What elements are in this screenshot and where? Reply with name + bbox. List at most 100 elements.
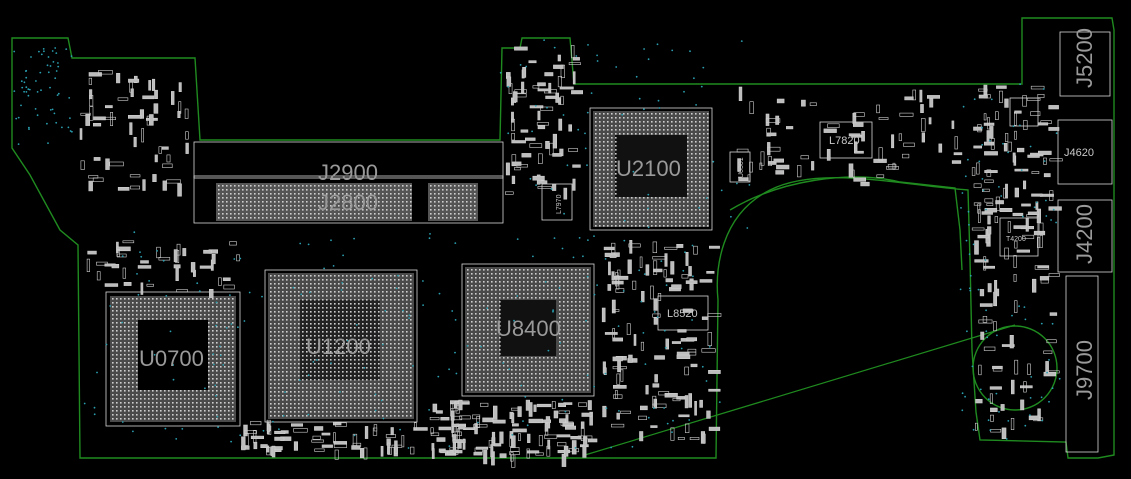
passive-pad	[1034, 265, 1050, 270]
u2100-bga[interactable]	[589, 107, 713, 231]
passive-pad	[920, 104, 924, 114]
passive-pad	[708, 426, 721, 431]
via-dot	[121, 321, 124, 324]
passive-pad	[218, 277, 222, 286]
j2800-connector[interactable]	[193, 175, 504, 224]
via-dot	[566, 164, 569, 167]
via-dot	[623, 239, 626, 242]
via-dot	[68, 97, 71, 99]
passive-pad	[557, 442, 567, 447]
l7820-inductor[interactable]	[819, 121, 873, 159]
passive-pad	[333, 443, 348, 448]
passive-pad	[971, 167, 976, 176]
passive-pad	[638, 415, 647, 421]
via-dot	[1029, 145, 1032, 148]
passive-pad	[572, 178, 576, 191]
via-dot	[986, 336, 989, 339]
l7970-inductor[interactable]	[541, 183, 573, 221]
u0700-bga[interactable]	[105, 291, 241, 427]
via-dot	[964, 175, 967, 178]
passive-pad	[904, 96, 914, 101]
passive-pad	[658, 391, 670, 396]
via-dot	[239, 434, 242, 437]
via-dot	[605, 407, 608, 410]
passive-pad	[105, 105, 113, 109]
passive-pad	[587, 400, 592, 411]
via-dot	[671, 431, 673, 433]
via-dot	[547, 349, 550, 352]
via-dot	[647, 193, 650, 196]
passive-pad	[128, 78, 140, 83]
via-dot	[700, 85, 703, 88]
passive-pad	[93, 116, 106, 121]
via-dot	[341, 282, 344, 284]
passive-pad	[558, 118, 563, 131]
passive-pad	[768, 161, 777, 165]
via-dot	[339, 391, 341, 393]
passive-pad	[563, 187, 568, 200]
t4200-transformer[interactable]	[999, 217, 1039, 257]
via-dot	[55, 121, 58, 124]
passive-pad	[749, 101, 754, 114]
passive-pad	[209, 288, 214, 298]
passive-pad	[1014, 130, 1017, 140]
passive-pad	[137, 265, 152, 269]
passive-pad	[511, 140, 526, 144]
passive-pad	[749, 161, 753, 173]
via-dot	[69, 117, 71, 119]
via-dot	[516, 238, 519, 241]
passive-pad	[1013, 225, 1027, 229]
via-dot	[230, 323, 233, 325]
passive-pad	[311, 439, 324, 443]
j4200-connector[interactable]	[1057, 199, 1113, 273]
passive-pad	[652, 256, 667, 260]
label-j2800: J2800	[318, 190, 378, 215]
passive-pad	[978, 364, 982, 376]
via-dot	[20, 80, 23, 83]
passive-pad	[290, 423, 303, 427]
passive-pad	[452, 439, 466, 443]
passive-pad	[537, 110, 541, 121]
via-dot	[526, 424, 529, 427]
passive-pad	[676, 244, 684, 248]
j2900-connector[interactable]	[193, 141, 504, 179]
via-dot	[408, 317, 410, 319]
passive-pad	[608, 261, 611, 276]
passive-pad	[775, 115, 780, 125]
u2100-core	[615, 135, 687, 197]
passive-pad	[1013, 255, 1017, 268]
passive-pad	[682, 308, 693, 313]
passive-pad	[1048, 206, 1062, 211]
passive-pad	[767, 146, 781, 152]
u8400-bga[interactable]	[461, 263, 595, 397]
via-dot	[428, 237, 431, 240]
j4620-connector[interactable]	[1057, 119, 1113, 185]
passive-pad	[482, 417, 494, 423]
j9700-connector[interactable]	[1065, 275, 1099, 453]
via-dot	[28, 126, 30, 129]
passive-pad	[602, 405, 607, 418]
via-dot	[437, 375, 440, 378]
passive-pad	[556, 434, 571, 438]
via-dot	[586, 275, 589, 278]
passive-pad	[1013, 273, 1017, 282]
j5200-connector[interactable]	[1059, 31, 1111, 97]
audio-jack-square[interactable]	[1009, 97, 1039, 127]
passive-pad	[684, 395, 689, 409]
via-dot	[1024, 318, 1027, 321]
via-dot	[243, 320, 246, 322]
passive-pad	[440, 416, 450, 421]
via-dot	[96, 371, 98, 374]
via-dot	[982, 189, 985, 192]
passive-pad	[980, 331, 985, 340]
passive-pad	[1039, 276, 1050, 281]
via-dot	[312, 361, 315, 363]
via-dot	[233, 258, 236, 260]
via-dot	[718, 401, 721, 403]
passive-pad	[1022, 95, 1027, 107]
passive-pad	[1031, 193, 1043, 197]
via-dot	[133, 231, 136, 234]
via-dot	[558, 287, 561, 289]
label-j4200: J4200	[1072, 204, 1097, 264]
